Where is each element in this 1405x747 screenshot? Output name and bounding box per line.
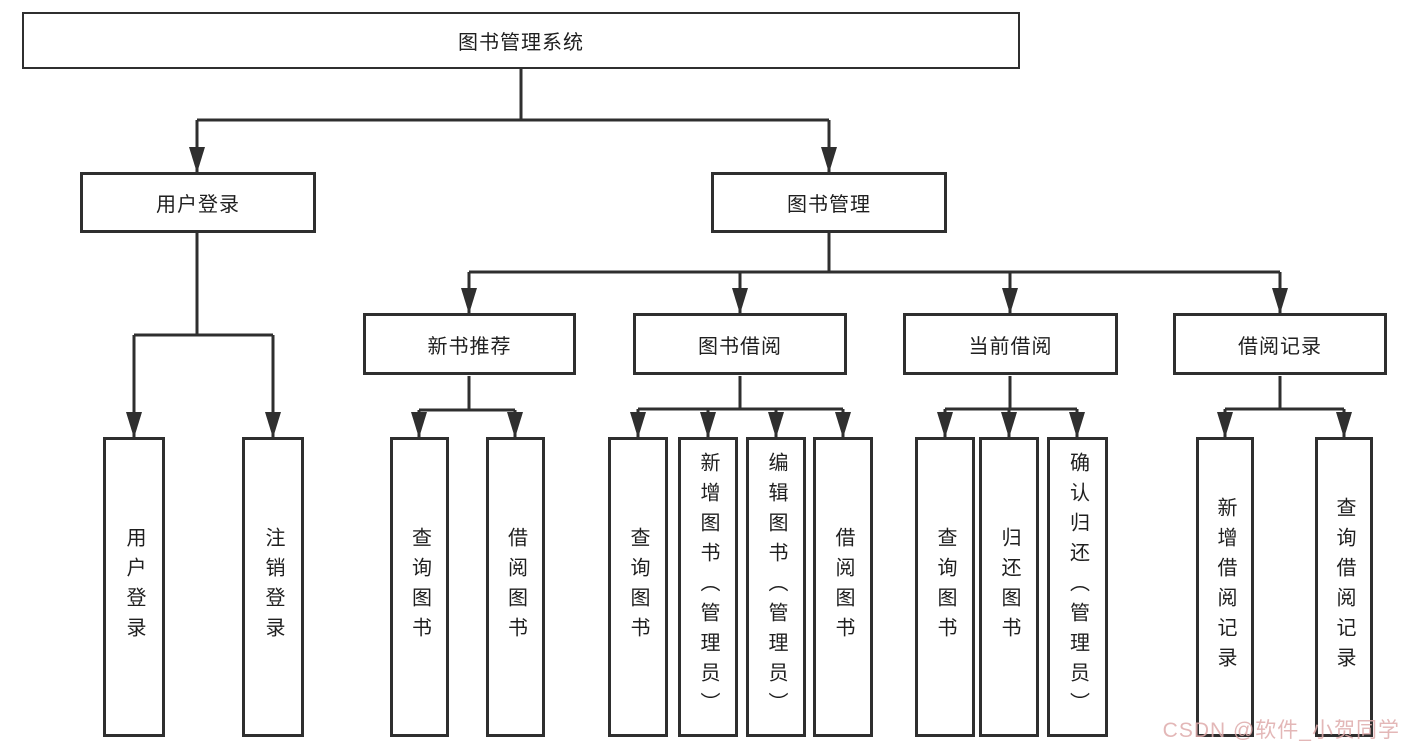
node-user-login: 用户登录 <box>80 172 316 233</box>
node-current-borrowing: 当前借阅 <box>903 313 1118 375</box>
node-leaf-borrow-books-1: 借阅图书 <box>486 437 545 737</box>
node-label: 编辑图书（管理员） <box>765 452 787 722</box>
node-leaf-edit-books-admin: 编辑图书（管理员） <box>746 437 806 737</box>
connector-current-to-children <box>937 376 1085 438</box>
connector-line <box>945 376 1077 411</box>
node-leaf-add-books-admin: 新增图书（管理员） <box>678 437 738 737</box>
node-label: 注销登录 <box>262 527 284 647</box>
node-library-management-system: 图书管理系统 <box>22 12 1020 69</box>
connector-root-to-level2 <box>189 68 837 173</box>
node-label: 新书推荐 <box>427 335 512 358</box>
connector-newbooks-to-children <box>411 376 523 438</box>
node-label: 图书借阅 <box>698 335 782 358</box>
connector-borrowing-to-children <box>630 376 851 438</box>
node-leaf-add-borrow-record: 新增借阅记录 <box>1196 437 1254 737</box>
node-leaf-borrow-books-2: 借阅图书 <box>813 437 873 737</box>
node-label: 新增借阅记录 <box>1214 497 1236 677</box>
node-label: 图书管理系统 <box>458 32 584 54</box>
node-leaf-user-login: 用户登录 <box>103 437 165 737</box>
node-label: 借阅记录 <box>1238 335 1322 358</box>
connector-records-to-children <box>1217 376 1352 438</box>
node-label: 查询图书 <box>627 527 649 647</box>
connector-userlogin-to-children <box>126 233 281 438</box>
connector-line <box>1225 376 1344 411</box>
node-label: 确认归还（管理员） <box>1066 452 1089 722</box>
connector-line <box>469 233 1280 274</box>
node-label: 查询图书 <box>934 527 956 647</box>
connector-line <box>197 68 829 122</box>
node-leaf-query-borrow-record: 查询借阅记录 <box>1315 437 1373 737</box>
node-leaf-query-books-2: 查询图书 <box>608 437 668 737</box>
node-leaf-confirm-return-admin: 确认归还（管理员） <box>1047 437 1108 737</box>
node-book-borrowing: 图书借阅 <box>633 313 847 375</box>
node-label: 借阅图书 <box>832 527 854 647</box>
node-label: 查询图书 <box>408 527 431 647</box>
node-book-management: 图书管理 <box>711 172 947 233</box>
connector-line <box>638 376 843 411</box>
node-label: 查询借阅记录 <box>1333 497 1355 677</box>
node-borrowing-records: 借阅记录 <box>1173 313 1387 375</box>
node-label: 新增图书（管理员） <box>697 452 719 722</box>
connector-bookmgmt-to-level3 <box>461 233 1288 314</box>
node-label: 用户登录 <box>156 194 240 216</box>
node-leaf-logout: 注销登录 <box>242 437 304 737</box>
node-label: 借阅图书 <box>504 527 527 647</box>
node-leaf-query-books-1: 查询图书 <box>390 437 449 737</box>
node-leaf-return-books: 归还图书 <box>979 437 1039 737</box>
node-leaf-query-books-3: 查询图书 <box>915 437 975 737</box>
node-label: 归还图书 <box>998 527 1020 647</box>
connector-line <box>419 376 515 412</box>
node-label: 用户登录 <box>123 527 145 647</box>
node-label: 图书管理 <box>787 194 871 216</box>
connector-line <box>134 233 273 337</box>
node-new-book-recommendation: 新书推荐 <box>363 313 576 375</box>
node-label: 当前借阅 <box>968 335 1053 358</box>
